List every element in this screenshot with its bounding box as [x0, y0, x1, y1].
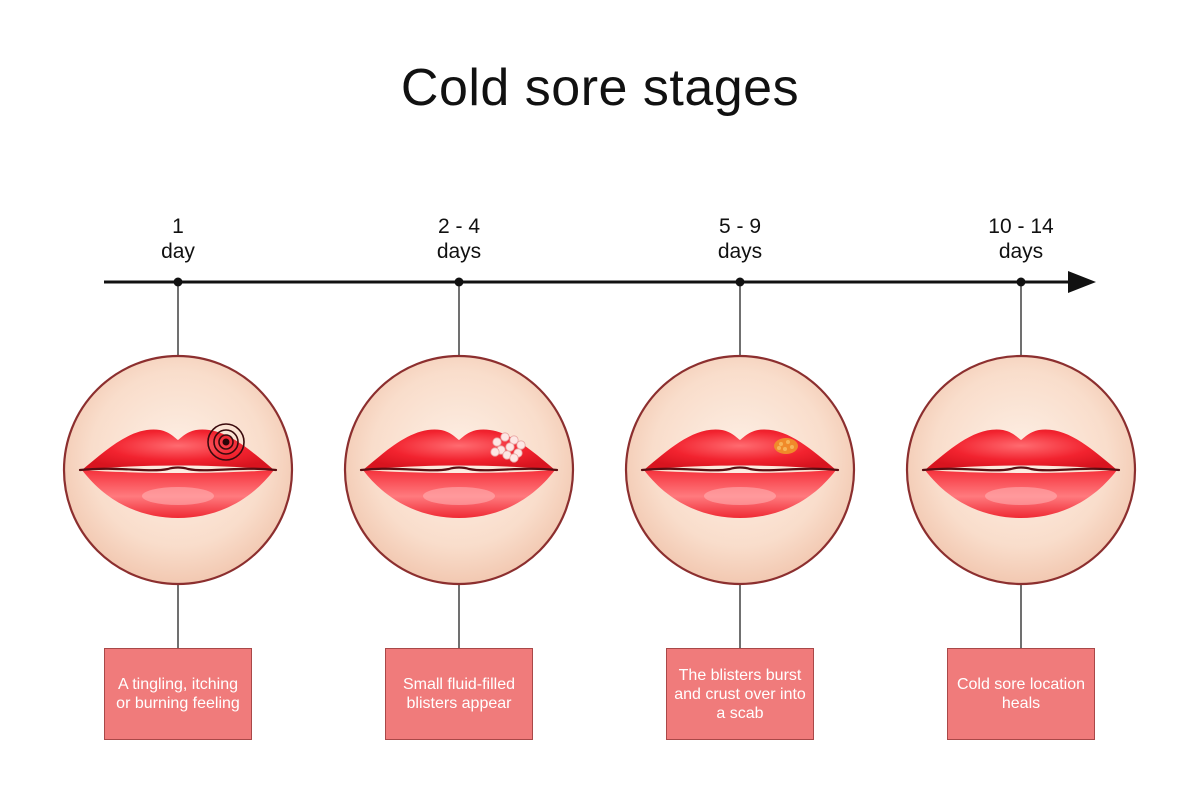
- tingle-center: [222, 438, 230, 446]
- stage-circle: [62, 354, 294, 586]
- stage-caption-box: A tingling, itching or burning feeling: [104, 648, 252, 740]
- stage-duration-unit: days: [436, 240, 482, 263]
- lip-seam: [640, 466, 840, 472]
- stage-circle: [343, 354, 575, 586]
- stage-duration-number: 2 - 4: [437, 215, 481, 238]
- lip-seam: [921, 466, 1121, 472]
- scab: [774, 438, 798, 454]
- lip-highlight: [423, 487, 495, 505]
- tingle-ring-2: [213, 429, 239, 455]
- tingle-ring-1: [207, 423, 245, 461]
- lip-highlight: [142, 487, 214, 505]
- stage-duration-unit: day: [161, 240, 195, 263]
- scab-speck-5: [777, 446, 781, 450]
- stage-duration-number: 1: [172, 215, 184, 238]
- scab-speck-1: [779, 442, 783, 446]
- stage-circle: [624, 354, 856, 586]
- diagram-title: Cold sore stages: [400, 59, 800, 117]
- upper-lip: [925, 429, 1117, 470]
- lip-highlight: [704, 487, 776, 505]
- stage-2: [343, 277, 575, 648]
- timeline-tick: [173, 277, 183, 287]
- timeline-tick: [454, 277, 464, 287]
- blister-2: [500, 432, 510, 442]
- tingle-ring-3: [218, 434, 234, 450]
- stage-caption-box: Small fluid-filled blisters appear: [385, 648, 533, 740]
- stage-duration-unit: days: [998, 240, 1044, 263]
- stage-duration-number: 5 - 9: [718, 215, 762, 238]
- lip-seam: [359, 466, 559, 472]
- stage-circle: [905, 354, 1137, 586]
- blister-4: [516, 440, 526, 450]
- stage-duration-number: 10 - 14: [988, 215, 1054, 238]
- lip-seam: [78, 466, 278, 472]
- stage-3: [624, 277, 856, 648]
- blister-9: [490, 447, 500, 457]
- stage-caption-box: Cold sore location heals: [947, 648, 1095, 740]
- blister-10: [509, 453, 519, 463]
- timeline-tick: [735, 277, 745, 287]
- scab-speck-2: [786, 440, 790, 444]
- scab-speck-4: [783, 447, 787, 451]
- timeline-arrowhead: [1068, 271, 1096, 293]
- stage-duration-unit: days: [717, 240, 763, 263]
- blister-1: [492, 437, 502, 447]
- stage-caption-box: The blisters burst and crust over into a…: [666, 648, 814, 740]
- blister-6: [505, 442, 515, 452]
- blister-3: [509, 435, 519, 445]
- stage-4: [905, 277, 1137, 648]
- scab-speck-3: [790, 445, 794, 449]
- stage-1: [62, 277, 294, 648]
- lip-highlight: [985, 487, 1057, 505]
- timeline-tick: [1016, 277, 1026, 287]
